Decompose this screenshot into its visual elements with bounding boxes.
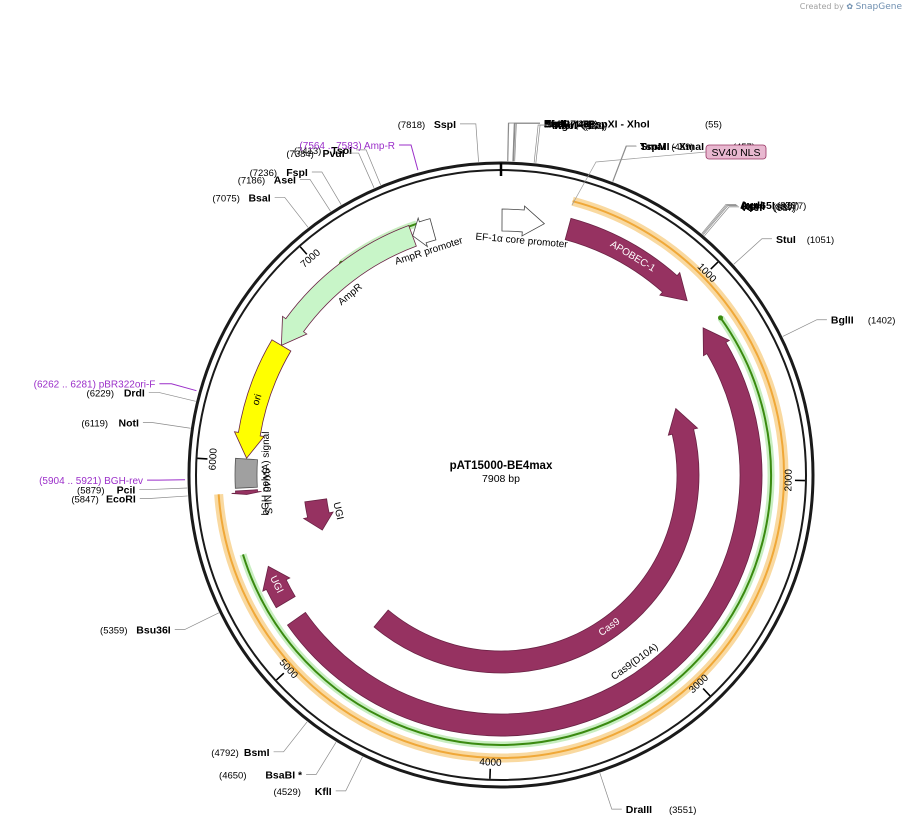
tick-mark — [197, 458, 207, 459]
site-position: (5847) — [71, 494, 98, 505]
site-name: NotI — [118, 418, 138, 430]
site-leader — [600, 773, 622, 809]
site-name: EcoRI — [106, 493, 136, 505]
feature-label: UGI — [331, 501, 346, 521]
site-name: Bsu36I — [136, 625, 171, 637]
site-sspi: SspI (7818) — [398, 119, 456, 131]
site-bsu36i: Bsu36I (5359) — [100, 625, 171, 637]
site-name: AseI — [274, 174, 296, 186]
site-leader — [349, 153, 374, 188]
site-name: AgeI — [554, 120, 577, 132]
plasmid-name: pAT15000-BE4max — [450, 460, 553, 472]
site-leader — [613, 146, 637, 182]
site-position: (6119) — [81, 419, 108, 430]
primer-leader — [159, 384, 196, 391]
site-position: (7818) — [398, 120, 425, 131]
tick-label: 2000 — [783, 469, 794, 492]
feature-sv40-nls — [232, 490, 262, 495]
site-position: (4792) — [211, 748, 238, 759]
feature-ampr-promoter — [413, 218, 436, 247]
site-leader — [734, 239, 772, 265]
primer-bgh-rev: (5904 .. 5921) BGH-rev — [39, 476, 143, 487]
site-position: (7075) — [212, 193, 239, 204]
tick-mark — [300, 247, 307, 255]
site-position: (4650) — [219, 771, 246, 782]
primer-pbr322ori-f: (6262 .. 6281) pBR322ori-F — [34, 380, 156, 391]
site-position: (1402) — [868, 316, 895, 327]
site-leader — [336, 757, 363, 791]
site-leader — [149, 392, 196, 401]
site-position: (459) — [671, 142, 693, 153]
site-leader — [513, 123, 540, 161]
site-bsabi: BsaBI * (4650) — [219, 770, 303, 782]
site-kfli: KflI (4529) — [273, 786, 331, 798]
site-name: DraIII — [626, 804, 652, 816]
sv40-tag-label: SV40 NLS — [711, 147, 760, 159]
feature-ef-1-core-promoter — [502, 206, 544, 236]
site-leader — [460, 124, 479, 162]
site-name: BsaI — [248, 192, 270, 204]
credit-prefix: Created by — [800, 2, 844, 11]
site-leader — [536, 125, 550, 163]
site-leader — [274, 722, 307, 752]
plasmid-length: 7908 bp — [482, 473, 520, 485]
site-leader — [140, 496, 188, 499]
feature-apobec-1 — [565, 218, 687, 300]
tick-label: 5000 — [277, 657, 300, 681]
site-position: (1051) — [807, 235, 834, 246]
site-leader — [703, 206, 737, 235]
primer-amp-r: (7564 .. 7583) Amp-R — [299, 141, 395, 152]
site-leader — [175, 613, 219, 630]
snapgene-logo-icon: ✿ — [846, 2, 853, 11]
site-name: SspI — [434, 119, 456, 131]
site-position: (5359) — [100, 626, 127, 637]
site-name: BglII — [831, 315, 854, 327]
feature-bgh-poly-a-signal — [235, 458, 257, 488]
site-bsmi: BsmI (4792) — [211, 747, 269, 759]
site-noti: NotI (6119) — [81, 418, 139, 430]
site-leader — [275, 197, 308, 227]
feature-cas9 — [374, 409, 699, 673]
snapgene-credit: Created by ✿ SnapGene — [800, 2, 902, 12]
site-leader — [312, 172, 341, 205]
site-leader — [783, 320, 827, 337]
tick-label: 4000 — [479, 757, 502, 769]
site-position: (7186) — [238, 175, 265, 186]
site-name: SmaI — [641, 141, 666, 153]
feature-ugi-inner- — [304, 499, 333, 530]
site-bglii: BglII (1402) — [831, 315, 895, 327]
site-draiii: DraIII (3551) — [626, 804, 697, 816]
site-stui: StuI (1051) — [776, 234, 834, 246]
tick-mark — [703, 689, 710, 696]
site-leader — [143, 423, 191, 429]
site-position: (3551) — [669, 805, 696, 816]
primer-leader — [399, 145, 418, 170]
site-leader — [139, 488, 187, 490]
site-name: BsaBI * — [265, 770, 303, 782]
site-name: AleI — [743, 202, 762, 214]
sv40-nls-tag: SV40 NLS — [572, 145, 766, 205]
credit-brand: SnapGene — [856, 2, 902, 12]
sv40-tag-leader — [572, 152, 706, 205]
site-position: (55) — [705, 119, 722, 130]
site-bsai: BsaI (7075) — [212, 192, 270, 204]
site-name: BsmI — [244, 747, 270, 759]
tick-mark — [276, 673, 283, 680]
site-position: (887) — [774, 203, 796, 214]
site-leader — [306, 742, 336, 774]
site-name: KflI — [315, 786, 332, 798]
green-feature-arrowhead — [718, 315, 723, 320]
site-leader — [300, 179, 331, 211]
site-position: (4529) — [273, 787, 300, 798]
tick-mark — [711, 262, 718, 269]
site-name: StuI — [776, 234, 796, 246]
tick-label: 6000 — [207, 447, 219, 470]
site-position: (140) — [585, 121, 607, 132]
